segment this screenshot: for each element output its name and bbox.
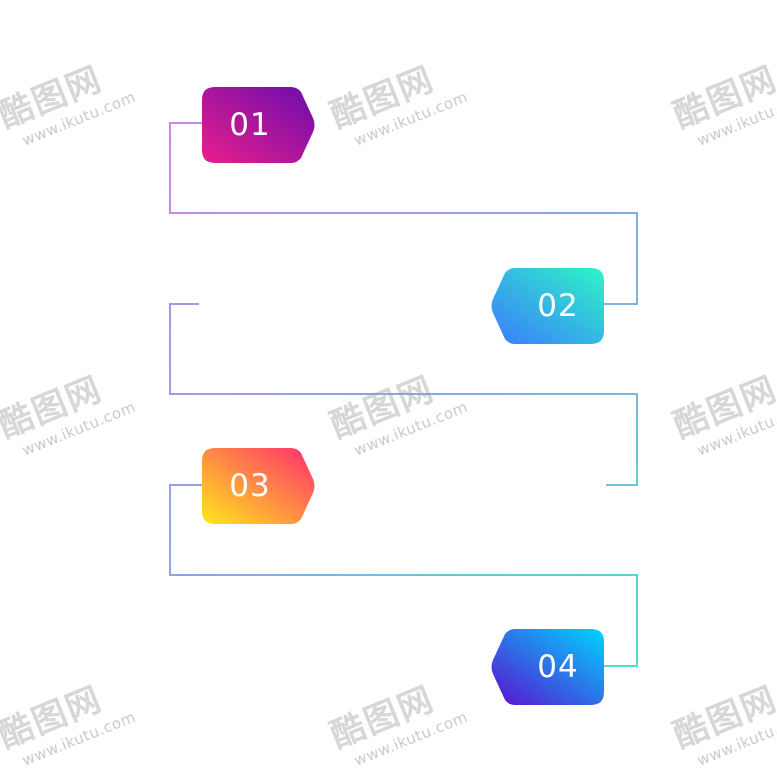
step-tag-04: 04 [490,628,605,706]
connector-3 [169,484,638,667]
tag-shape [202,87,315,163]
step-tag-02: 02 [490,267,605,345]
tag-shape [202,448,315,524]
tag-shape [491,629,604,705]
step-number: 03 [229,468,271,504]
connector-2 [169,303,638,486]
step-tag-01: 01 [201,86,316,164]
connector-1 [169,122,638,305]
step-tag-03: 03 [201,447,316,525]
step-number: 04 [537,649,579,685]
step-number: 02 [537,288,579,324]
tag-shape [491,268,604,344]
step-number: 01 [229,107,271,143]
